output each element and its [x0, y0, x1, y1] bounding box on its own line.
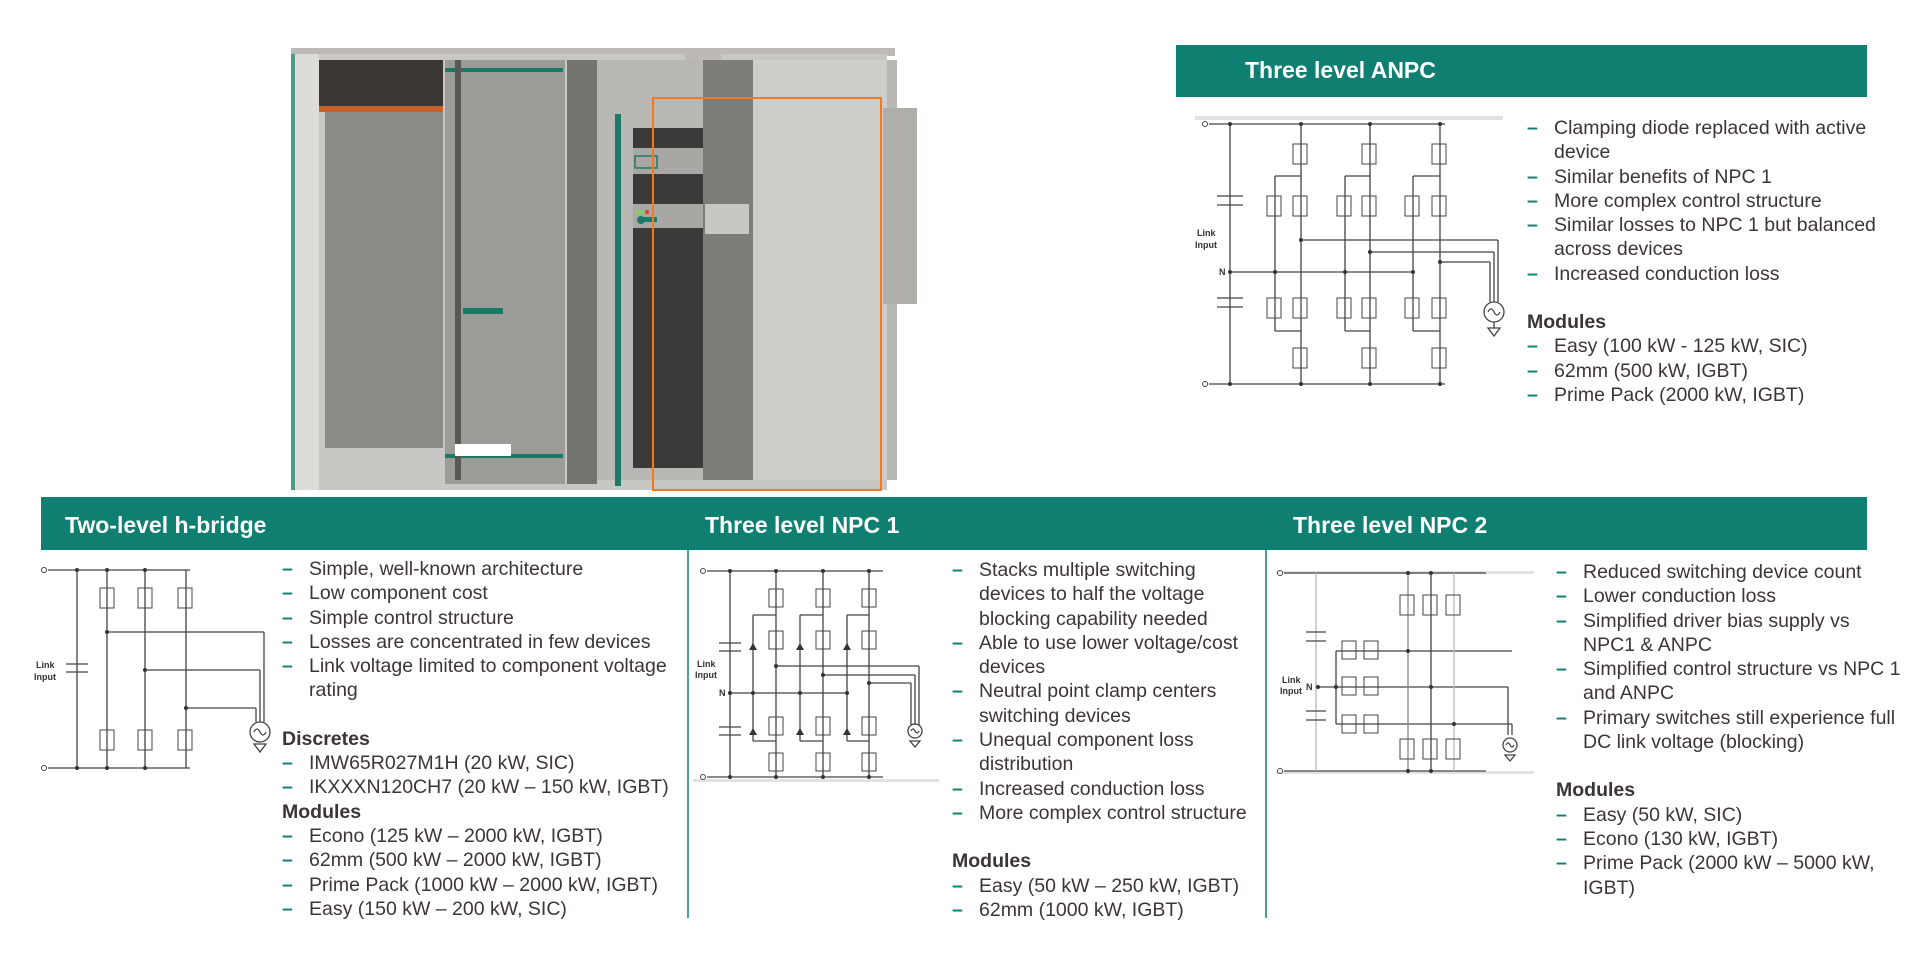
list-item: –Simple, well-known architecture [282, 558, 584, 580]
two-level-link-label: Link [36, 660, 55, 670]
list-item: –Easy (150 kW – 200 kW, SIC) [282, 897, 567, 920]
container-roof [291, 48, 895, 56]
list-item: –Reduced switching device count [1556, 561, 1862, 583]
list-item: –Neutral point clamp centers switching d… [952, 680, 1217, 727]
two-level-input-label: Input [34, 672, 56, 682]
list-item: –Primary switches still experience full … [1556, 706, 1896, 754]
two-level-circuit-diagram: Link Input [34, 567, 271, 771]
npc1-bullets: –Stacks multiple switching devices to ha… [952, 558, 1262, 825]
npc1-title: Three level NPC 1 [705, 512, 900, 538]
npc1-switches [768, 588, 877, 772]
highlight-box [652, 97, 882, 491]
two-level-discretes-heading: Discretes [282, 727, 370, 750]
list-item: –Econo (130 kW, IGBT) [1556, 827, 1779, 850]
power-module-rack [325, 112, 443, 448]
list-item: –Similar benefits of NPC 1 [1527, 165, 1772, 188]
two-level-modules-heading: Modules [282, 800, 362, 823]
list-item: –Simplified driver bias supply vs NPC1 &… [1556, 609, 1850, 656]
list-item: –Prime Pack (2000 kW, IGBT) [1527, 383, 1805, 406]
npc2-text-block: –Reduced switching device count –Lower c… [1556, 560, 1916, 900]
list-item: –Increased conduction loss [952, 777, 1205, 800]
npc2-bullets: –Reduced switching device count –Lower c… [1556, 560, 1916, 754]
list-item: –Prime Pack (1000 kW – 2000 kW, IGBT) [282, 873, 658, 896]
list-item: –Econo (125 kW – 2000 kW, IGBT) [282, 824, 603, 847]
column-divider-2 [1265, 550, 1267, 918]
two-level-title: Two-level h-bridge [65, 512, 267, 538]
list-item: –Unequal component loss distribution [952, 729, 1194, 776]
list-item: –Simple control structure [282, 606, 514, 629]
list-item: –Increased conduction loss [1527, 262, 1780, 285]
npc2-title: Three level NPC 2 [1293, 512, 1488, 538]
bottom-header-bar: Two-level h-bridge Three level NPC 1 Thr… [41, 497, 1867, 550]
anpc-circuit-diagram: Link Input N [1195, 116, 1505, 387]
npc2-circuit-diagram: Link Input N [1276, 570, 1534, 774]
list-item: –Stacks multiple switching devices to ha… [952, 559, 1208, 630]
two-level-bullets: –Simple, well-known architecture –Low co… [282, 557, 682, 703]
npc2-link-label: Link [1282, 675, 1301, 685]
list-item: –Low component cost [282, 582, 488, 605]
side-unit [883, 108, 917, 304]
list-item: –Link voltage limited to component volta… [282, 655, 667, 702]
npc1-circuit-diagram: Link Input N [693, 568, 939, 782]
anpc-link-label: Link [1197, 228, 1216, 238]
list-item: –Similar losses to NPC 1 but balanced ac… [1527, 214, 1876, 261]
npc1-link-label: Link [697, 659, 716, 669]
two-level-modules: –Econo (125 kW – 2000 kW, IGBT) –62mm (5… [282, 824, 682, 921]
list-item: –IKXXXN120CH7 (20 kW – 150 kW, IGBT) [282, 776, 669, 799]
two-level-discretes: –IMW65R027M1H (20 kW, SIC) –IKXXXN120CH7… [282, 751, 682, 800]
npc2-switches [1341, 594, 1461, 760]
two-level-switches [99, 587, 193, 751]
anpc-text-block: –Clamping diode replaced with active dev… [1527, 116, 1907, 407]
npc2-input-label: Input [1280, 686, 1302, 696]
list-item: –Easy (50 kW, SIC) [1556, 803, 1743, 826]
anpc-input-label: Input [1195, 240, 1217, 250]
npc2-modules-heading: Modules [1556, 779, 1636, 802]
anpc-switches [1266, 143, 1447, 369]
anpc-header-bar: Three level ANPC [1176, 45, 1867, 97]
anpc-modules: –Easy (100 kW - 125 kW, SIC) –62mm (500 … [1527, 334, 1907, 407]
column-divider-1 [687, 550, 689, 918]
list-item: –IMW65R027M1H (20 kW, SIC) [282, 752, 575, 775]
list-item: –Losses are concentrated in few devices [282, 630, 651, 653]
list-item: –Prime Pack (2000 kW – 5000 kW, IGBT) [1556, 852, 1875, 899]
left-door [291, 54, 319, 490]
list-item: –62mm (1000 kW, IGBT) [952, 898, 1184, 921]
npc1-modules-heading: Modules [952, 850, 1032, 873]
center-door [445, 60, 565, 484]
list-item: –Able to use lower voltage/cost devices [952, 631, 1239, 679]
list-item: –Simplified control structure vs NPC 1 a… [1556, 658, 1901, 705]
anpc-bullets: –Clamping diode replaced with active dev… [1527, 116, 1907, 286]
container-photo [291, 48, 917, 490]
npc2-neutral-label: N [1306, 682, 1313, 692]
list-item: –More complex control structure [1527, 189, 1822, 212]
npc1-input-label: Input [695, 670, 717, 680]
anpc-title: Three level ANPC [1245, 57, 1436, 83]
npc1-neutral-label: N [719, 688, 726, 698]
npc1-text-block: –Stacks multiple switching devices to ha… [952, 558, 1262, 922]
list-item: –62mm (500 kW – 2000 kW, IGBT) [282, 849, 602, 872]
list-item: –Easy (50 kW – 250 kW, IGBT) [952, 874, 1240, 897]
two-level-text-block: –Simple, well-known architecture –Low co… [282, 557, 682, 921]
anpc-neutral-label: N [1219, 267, 1226, 277]
npc1-modules: –Easy (50 kW – 250 kW, IGBT) –62mm (1000… [952, 874, 1262, 923]
list-item: –Easy (100 kW - 125 kW, SIC) [1527, 335, 1808, 358]
anpc-modules-heading: Modules [1527, 311, 1607, 334]
npc2-modules: –Easy (50 kW, SIC) –Econo (130 kW, IGBT)… [1556, 803, 1916, 900]
list-item: –More complex control structure [952, 801, 1247, 824]
list-item: –62mm (500 kW, IGBT) [1527, 359, 1748, 382]
list-item: –Clamping diode replaced with active dev… [1527, 117, 1867, 164]
list-item: –Lower conduction loss [1556, 585, 1776, 608]
